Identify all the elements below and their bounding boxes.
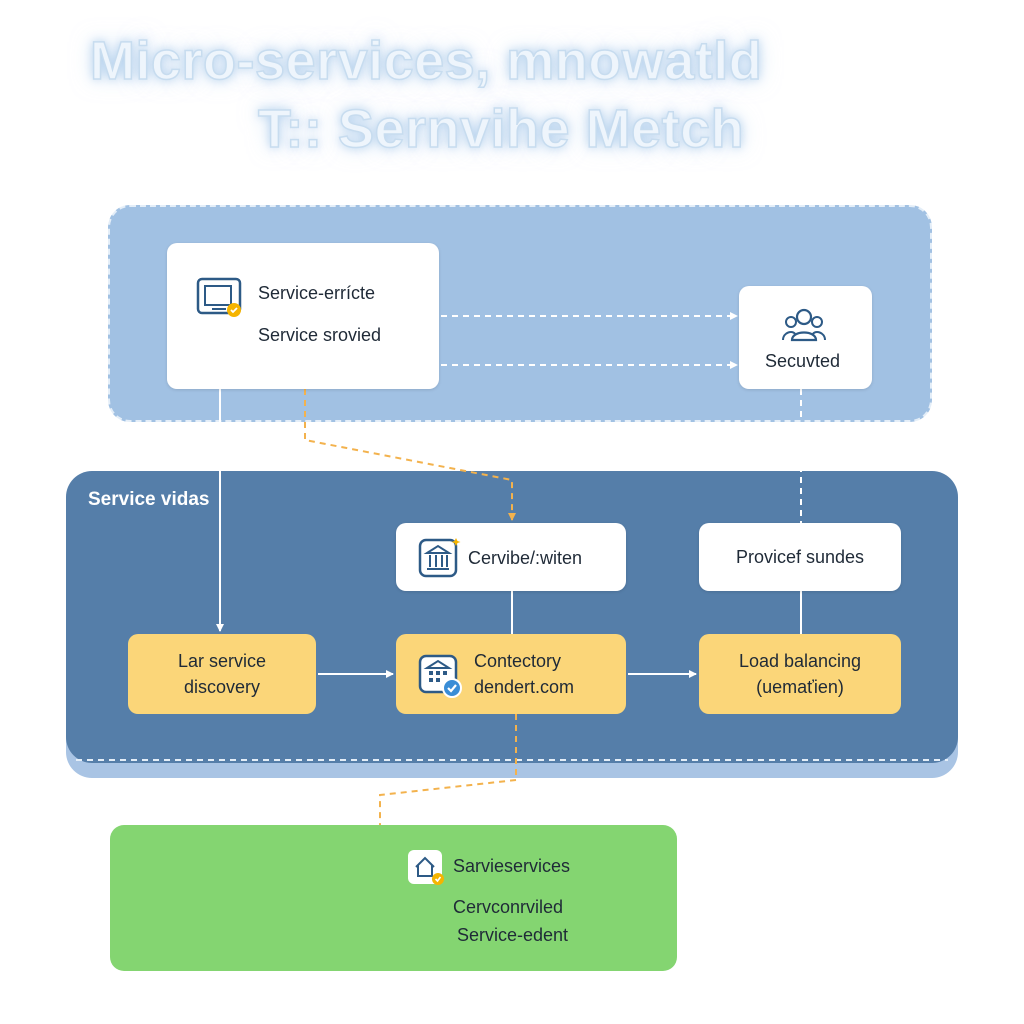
- contectory-line-2: dendert.com: [474, 677, 575, 697]
- bottom-zone: [110, 825, 677, 971]
- diagram-title-line-1: Micro-services, mnowatld: [89, 30, 763, 92]
- contectory-line-1: Contectory: [474, 651, 562, 671]
- users-icon: [782, 308, 826, 342]
- green-line-2: Cervconrviled: [453, 897, 564, 917]
- green-line-3: Service-edent: [457, 925, 569, 945]
- provicef-box[interactable]: Provicef sundes: [699, 523, 901, 591]
- monitor-icon: [196, 277, 242, 317]
- service-box-line-2: Service srovied: [258, 325, 382, 345]
- green-line-1: Sarvieservices: [453, 856, 571, 876]
- provicef-label: Provicef sundes: [735, 546, 865, 567]
- lar-service-line-2: discovery: [183, 677, 261, 697]
- cervibe-label: Cervibe/:witen: [468, 548, 583, 568]
- lar-service-box[interactable]: Lar service discovery: [128, 634, 316, 714]
- bank-icon: [418, 538, 461, 578]
- building-check-icon: [418, 654, 462, 698]
- middle-zone-label: Service vidas: [88, 489, 210, 510]
- secuvted-box[interactable]: [739, 286, 872, 389]
- lar-service-line-1: Lar service: [177, 651, 267, 671]
- service-box[interactable]: [167, 243, 439, 389]
- diagram-title-line-2: T:: Sernvihe Metch: [257, 98, 745, 160]
- load-balancing-box[interactable]: Load balancing (uemaťien): [699, 634, 901, 714]
- arrow-contectory-to-green: [379, 714, 517, 825]
- home-icon: [408, 850, 444, 885]
- arrow-service-to-cervibe: [304, 389, 516, 521]
- service-box-line-1: Service-errícte: [258, 283, 376, 303]
- secuvted-label: Secuvted: [765, 351, 841, 371]
- load-balancing-line-2: (uemaťien): [756, 677, 844, 697]
- load-balancing-line-1: Load balancing: [738, 651, 862, 671]
